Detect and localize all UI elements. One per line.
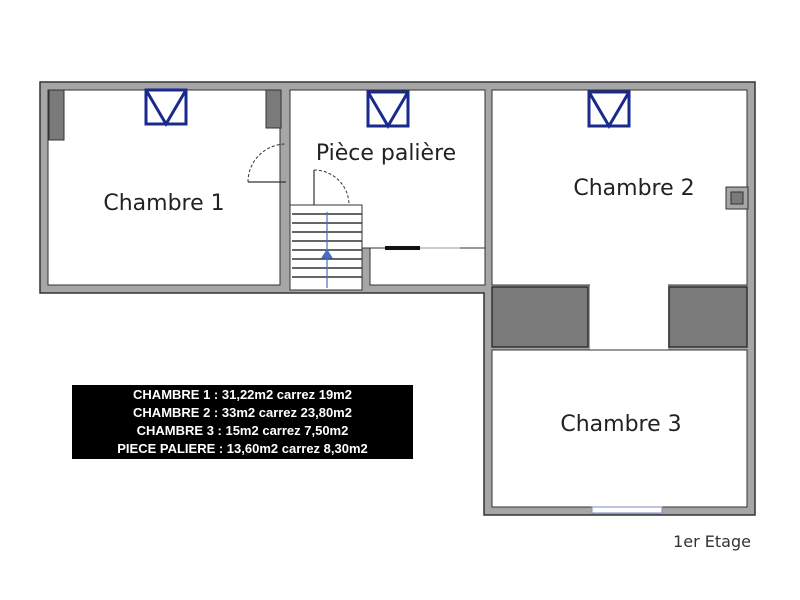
door-swing-chambre-1 bbox=[247, 143, 287, 183]
room-label-chambre-2: Chambre 2 bbox=[573, 176, 694, 201]
room-label-chambre-1: Chambre 1 bbox=[103, 191, 224, 216]
area-legend: CHAMBRE 1 : 31,22m2 carrez 19m2 CHAMBRE … bbox=[72, 385, 413, 459]
closet-right bbox=[668, 286, 748, 348]
room-label-chambre-3: Chambre 3 bbox=[560, 412, 681, 437]
corridor-floor bbox=[590, 284, 668, 354]
floor-label: 1er Etage bbox=[673, 532, 751, 551]
legend-line: PIECE PALIERE : 13,60m2 carrez 8,30m2 bbox=[117, 441, 368, 456]
window-icon bbox=[144, 88, 188, 127]
chambre-2-floor bbox=[491, 89, 748, 286]
closet-left bbox=[491, 286, 589, 348]
window-icon bbox=[366, 90, 410, 129]
piece-paliere-lower-floor bbox=[369, 247, 486, 286]
radiator-chambre-1-left bbox=[48, 89, 65, 141]
chambre-3-floor bbox=[491, 349, 748, 508]
room-label-piece-paliere: Pièce palière bbox=[316, 141, 456, 166]
window-chambre-3 bbox=[591, 506, 663, 514]
door-swing-stairs bbox=[313, 169, 350, 206]
window-icon bbox=[587, 90, 631, 129]
legend-line: CHAMBRE 2 : 33m2 carrez 23,80m2 bbox=[133, 405, 352, 420]
legend-line: CHAMBRE 3 : 15m2 carrez 7,50m2 bbox=[136, 423, 349, 438]
chimney-chambre-2-inner bbox=[730, 191, 744, 205]
legend-line: CHAMBRE 1 : 31,22m2 carrez 19m2 bbox=[133, 387, 352, 402]
stair-arrow-icon bbox=[320, 212, 334, 288]
stair-area bbox=[289, 204, 363, 291]
radiator-chambre-1-right bbox=[265, 89, 282, 129]
